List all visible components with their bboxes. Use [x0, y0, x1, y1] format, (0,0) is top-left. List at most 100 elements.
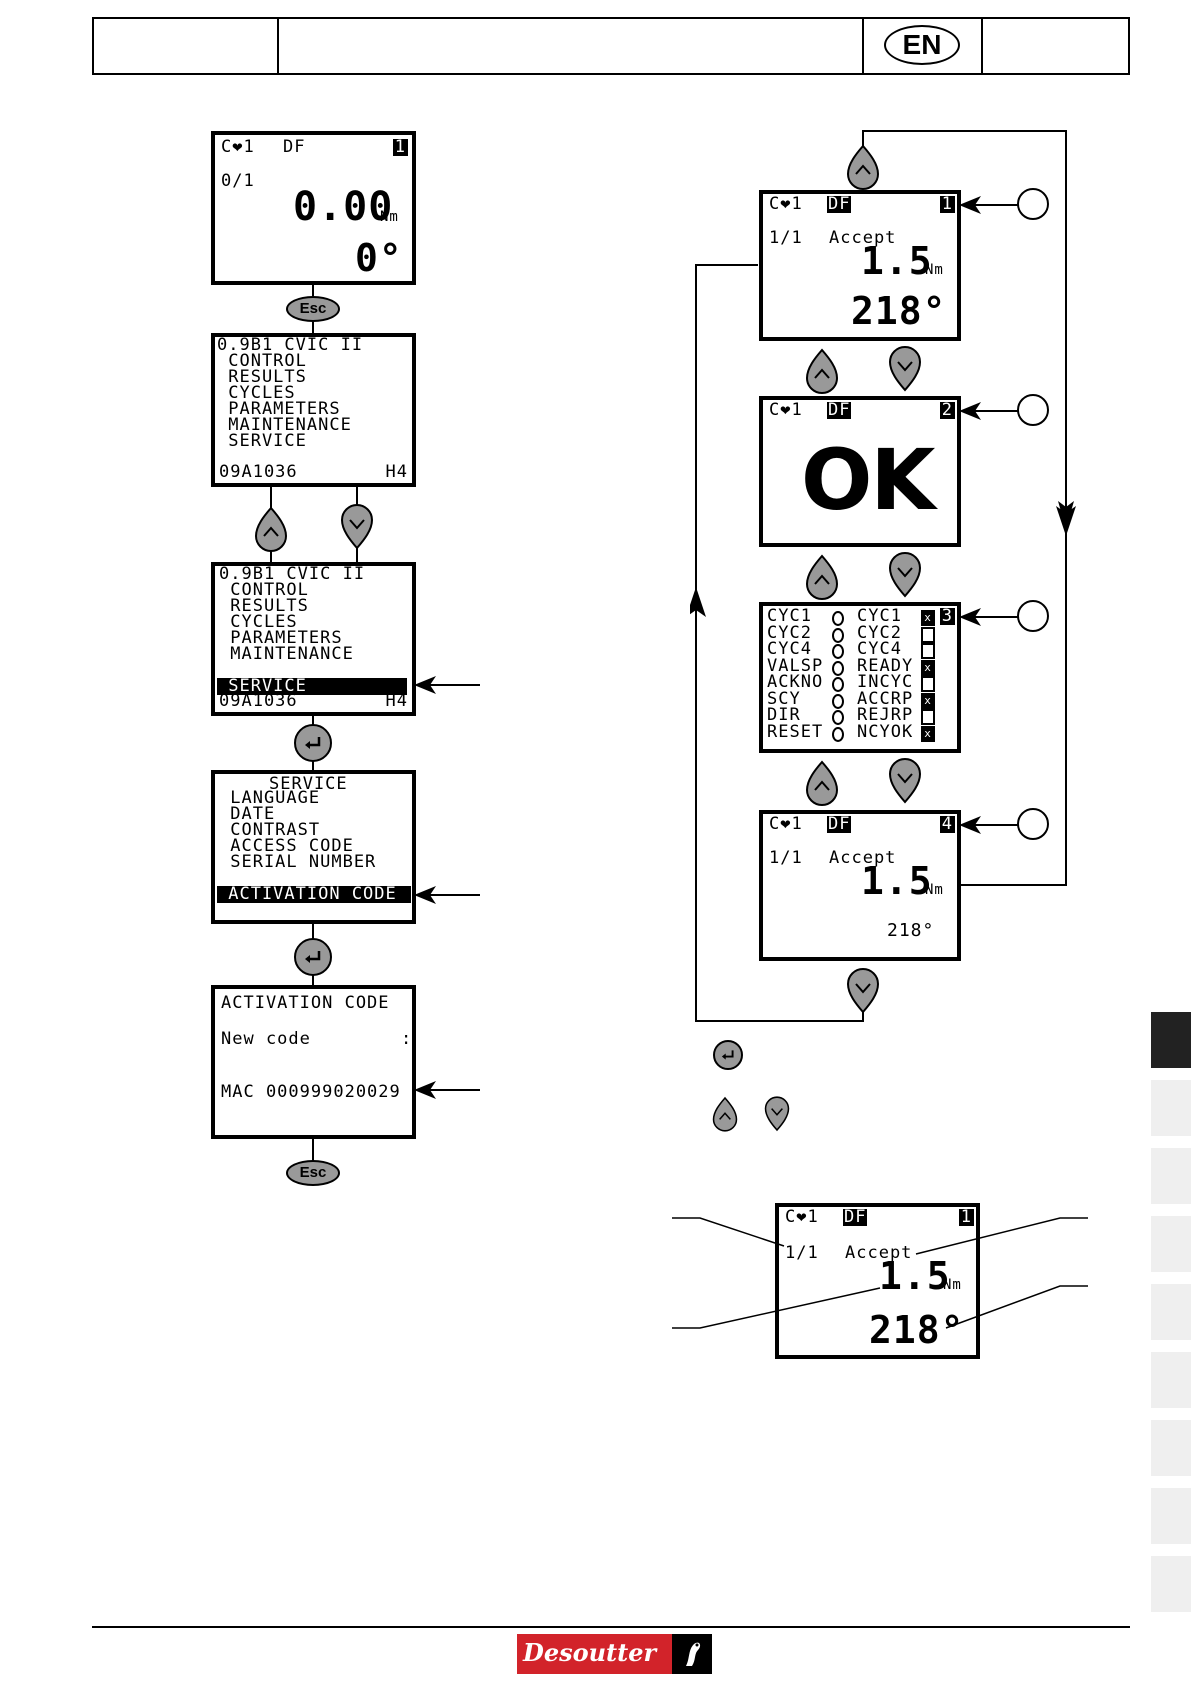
header-divider-1: [277, 19, 279, 73]
cycle-count: 0/1: [221, 171, 255, 191]
torque-unit: Nm: [943, 1277, 962, 1293]
io-output-checkbox: x: [921, 610, 935, 626]
mode-label: DF: [843, 1207, 868, 1227]
down-arrow-key[interactable]: [888, 552, 922, 598]
menu-item[interactable]: SERVICE: [217, 431, 307, 451]
pointer-arrow: [959, 196, 1019, 214]
page-number: 1: [939, 194, 955, 214]
io-output-label: INCYC: [857, 672, 914, 692]
pointer-arrow: [959, 816, 1019, 834]
angle-value: 218°: [887, 920, 935, 941]
page-number: 1: [392, 137, 408, 157]
menu-item[interactable]: MAINTENANCE: [219, 644, 354, 664]
down-arrow-key[interactable]: [888, 346, 922, 392]
menu-item[interactable]: CYCLES: [219, 612, 298, 632]
section-tab[interactable]: [1151, 1420, 1191, 1476]
selected-menu-item[interactable]: SERVICE: [217, 678, 407, 695]
down-arrow-key[interactable]: [846, 968, 880, 1014]
io-input-label: DIR: [767, 705, 801, 725]
brand-bird-icon: [672, 1634, 712, 1674]
section-tab[interactable]: [1151, 1080, 1191, 1136]
section-tab[interactable]: [1151, 1488, 1191, 1544]
cycle-count: 1/1: [785, 1243, 819, 1263]
io-output-checkbox: [921, 626, 935, 643]
section-tab-active[interactable]: [1151, 1012, 1191, 1068]
io-input-led: [832, 627, 844, 643]
mac-address: MAC 000999020029: [221, 1082, 401, 1102]
section-tab[interactable]: [1151, 1284, 1191, 1340]
brand-wordmark: Desoutter: [523, 1638, 657, 1667]
page-number: 2: [939, 400, 955, 420]
esc-button[interactable]: Esc: [286, 1160, 340, 1186]
menu-item[interactable]: RESULTS: [217, 367, 307, 387]
lcd-home-screen: C❤1 DF 1 0/1 0.00 Nm 0°: [211, 131, 416, 285]
torque-value: 1.5: [879, 1254, 951, 1298]
io-input-label: CYC1: [767, 606, 812, 626]
section-tab[interactable]: [1151, 1352, 1191, 1408]
status-text: Accept: [829, 848, 897, 868]
firmware-code: 09A1036: [219, 691, 298, 711]
activation-title: ACTIVATION CODE: [221, 993, 390, 1013]
esc-button[interactable]: Esc: [286, 296, 340, 322]
section-tab[interactable]: [1151, 1148, 1191, 1204]
enter-key[interactable]: [294, 724, 332, 762]
mode-label: DF: [283, 137, 306, 157]
io-output-checkbox: x: [921, 692, 935, 709]
menu-item[interactable]: DATE: [219, 804, 276, 824]
menu-item[interactable]: MAINTENANCE: [217, 415, 352, 435]
enter-key[interactable]: [294, 938, 332, 976]
section-tab[interactable]: [1151, 1216, 1191, 1272]
lcd-main-menu: 0.9B1 CVIC II CONTROL RESULTS CYCLES PAR…: [211, 333, 416, 487]
up-arrow-key[interactable]: [805, 554, 839, 600]
up-arrow-key[interactable]: [846, 144, 880, 190]
legend-leader-lines: [672, 1217, 1088, 1329]
lcd-legend-screen: C❤1 DF 1 1/1 Accept 1.5 Nm 218°: [775, 1203, 980, 1359]
program-label: C❤1: [769, 814, 803, 834]
up-arrow-key[interactable]: [805, 348, 839, 394]
up-arrow-key[interactable]: [254, 506, 288, 552]
io-output-label: CYC2: [857, 622, 902, 643]
cycle-count: 1/1: [769, 848, 803, 868]
menu-item[interactable]: SERIAL NUMBER: [219, 852, 377, 872]
menu-item[interactable]: RESULTS: [219, 596, 309, 616]
selected-menu-item[interactable]: ACTIVATION CODE: [217, 886, 411, 903]
torque-value: 0.00: [293, 184, 394, 230]
menu-item[interactable]: CONTRAST: [219, 820, 321, 840]
io-input-label: ACKNO: [767, 672, 824, 692]
menu-item[interactable]: PARAMETERS: [219, 628, 343, 648]
io-output-label: ACCRP: [857, 688, 914, 709]
down-arrow-key[interactable]: [340, 504, 374, 550]
io-input-label: CYC2: [767, 622, 812, 643]
io-input-label: SCY: [767, 688, 801, 709]
down-arrow-icon: [764, 1096, 790, 1132]
section-tab[interactable]: [1151, 1556, 1191, 1612]
menu-item[interactable]: CONTROL: [219, 580, 309, 600]
pointer-arrow: [959, 402, 1019, 420]
mode-label: DF: [827, 400, 852, 420]
connector-line: [312, 322, 314, 334]
down-arrow-key[interactable]: [888, 758, 922, 804]
page-number: 4: [939, 814, 955, 834]
lcd-result-screen-1: C❤1 DF 1 1/1 Accept 1.5 Nm 218°: [759, 190, 961, 341]
io-output-checkbox: [921, 709, 935, 725]
torque-unit: Nm: [925, 882, 944, 898]
cycle-count: 1/1: [769, 228, 803, 248]
menu-header: 0.9B1 CVIC II: [217, 335, 364, 355]
callout-circle: [1017, 394, 1049, 426]
pointer-arrow: [414, 886, 480, 904]
io-output-label: READY: [857, 655, 914, 676]
header-divider-2: [862, 19, 864, 73]
io-input-led: [832, 710, 844, 725]
menu-item[interactable]: PARAMETERS: [217, 399, 341, 419]
menu-item[interactable]: CONTROL: [217, 351, 307, 371]
menu-item[interactable]: ACCESS CODE: [219, 836, 354, 856]
menu-item[interactable]: LANGUAGE: [219, 788, 321, 808]
new-code-input[interactable]: :: [401, 1029, 413, 1049]
up-arrow-key[interactable]: [805, 760, 839, 806]
io-output-checkbox: x: [921, 725, 935, 742]
menu-item[interactable]: CYCLES: [217, 383, 296, 403]
pointer-arrow: [959, 608, 1019, 626]
program-label: C❤1: [769, 400, 803, 420]
torque-value: 1.5: [861, 239, 933, 283]
